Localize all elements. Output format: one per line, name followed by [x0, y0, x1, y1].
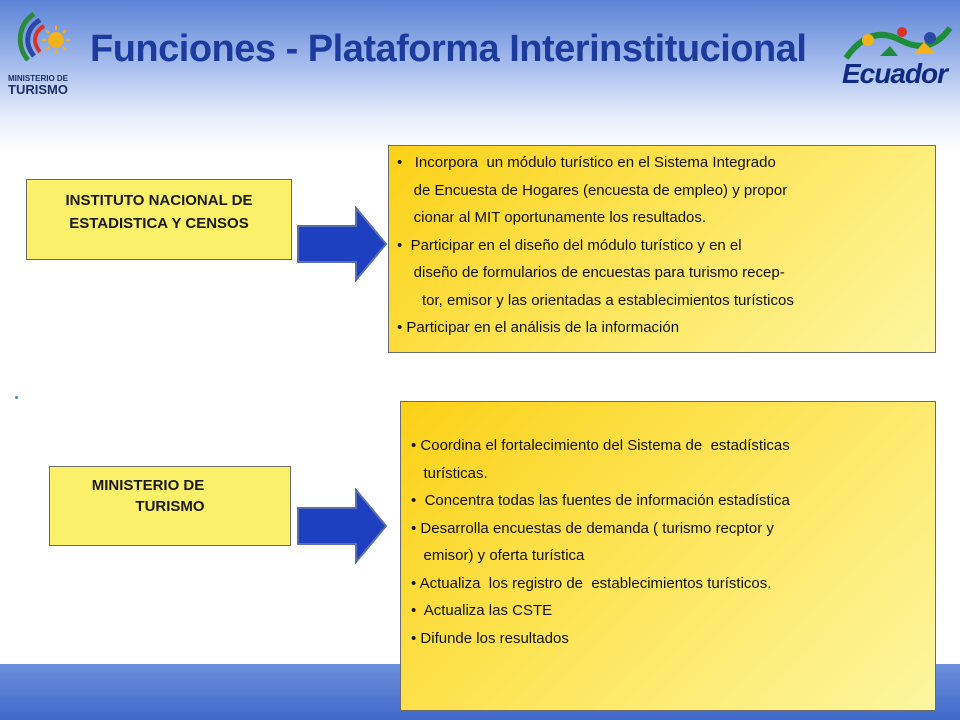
page-title: Funciones - Plataforma Interinstituciona…	[90, 28, 807, 70]
function-line: • Concentra todas las fuentes de informa…	[411, 492, 790, 509]
ministry-logo-text: MINISTERIO DE TURISMO	[8, 74, 88, 97]
right-arrow-icon	[297, 488, 388, 564]
function-line: de Encuesta de Hogares (encuesta de empl…	[397, 181, 788, 199]
function-line: • Actualiza los registro de establecimie…	[411, 574, 772, 592]
function-line: emisor) y oferta turística	[411, 547, 585, 564]
org-name-line2: TURISMO	[135, 498, 205, 515]
org-name-line2: ESTADISTICA Y CENSOS	[69, 215, 249, 232]
org-name-line1: INSTITUTO NACIONAL DE	[65, 192, 253, 209]
function-line: diseño de formularios de encuestas para …	[397, 264, 785, 281]
functions-box-inec: • Incorpora un módulo turístico en el Si…	[388, 145, 936, 353]
sun-emblem-icon	[17, 11, 70, 62]
ecuador-logo-word: Ecuador	[842, 58, 948, 89]
function-line: turísticas.	[411, 464, 488, 482]
header-band	[0, 0, 960, 150]
function-line: • Difunde los resultados	[411, 629, 569, 647]
function-line: • Participar en el análisis de la inform…	[397, 319, 680, 336]
function-line: • Desarrolla encuestas de demanda ( turi…	[411, 519, 774, 537]
function-line: tor, emisor y las orientadas a estableci…	[397, 291, 794, 309]
ministry-logo-line1: MINISTERIO DE	[8, 74, 69, 83]
org-name-line1: MINISTERIO DE	[91, 477, 205, 494]
function-line: • Participar en el diseño del módulo tur…	[397, 236, 742, 254]
org-box-inec: INSTITUTO NACIONAL DE ESTADISTICA Y CENS…	[26, 179, 292, 260]
org-box-ministerio-turismo: MINISTERIO DE TURISMO	[49, 466, 291, 546]
ecuador-logo-graphic-icon	[843, 26, 953, 60]
right-arrow-icon	[297, 206, 388, 282]
ministry-logo: MINISTERIO DE TURISMO	[8, 6, 84, 102]
ministry-logo-line2: TURISMO	[8, 82, 68, 97]
function-line: • Coordina el fortalecimiento del Sistem…	[411, 437, 790, 454]
function-line: • Actualiza las CSTE	[411, 602, 553, 619]
function-line: cionar al MIT oportunamente los resultad…	[397, 209, 707, 226]
decorative-dot	[15, 396, 18, 399]
ecuador-logo: Ecuador	[840, 18, 954, 89]
function-line: • Incorpora un módulo turístico en el Si…	[397, 154, 776, 171]
functions-box-ministerio: • Coordina el fortalecimiento del Sistem…	[400, 401, 936, 711]
